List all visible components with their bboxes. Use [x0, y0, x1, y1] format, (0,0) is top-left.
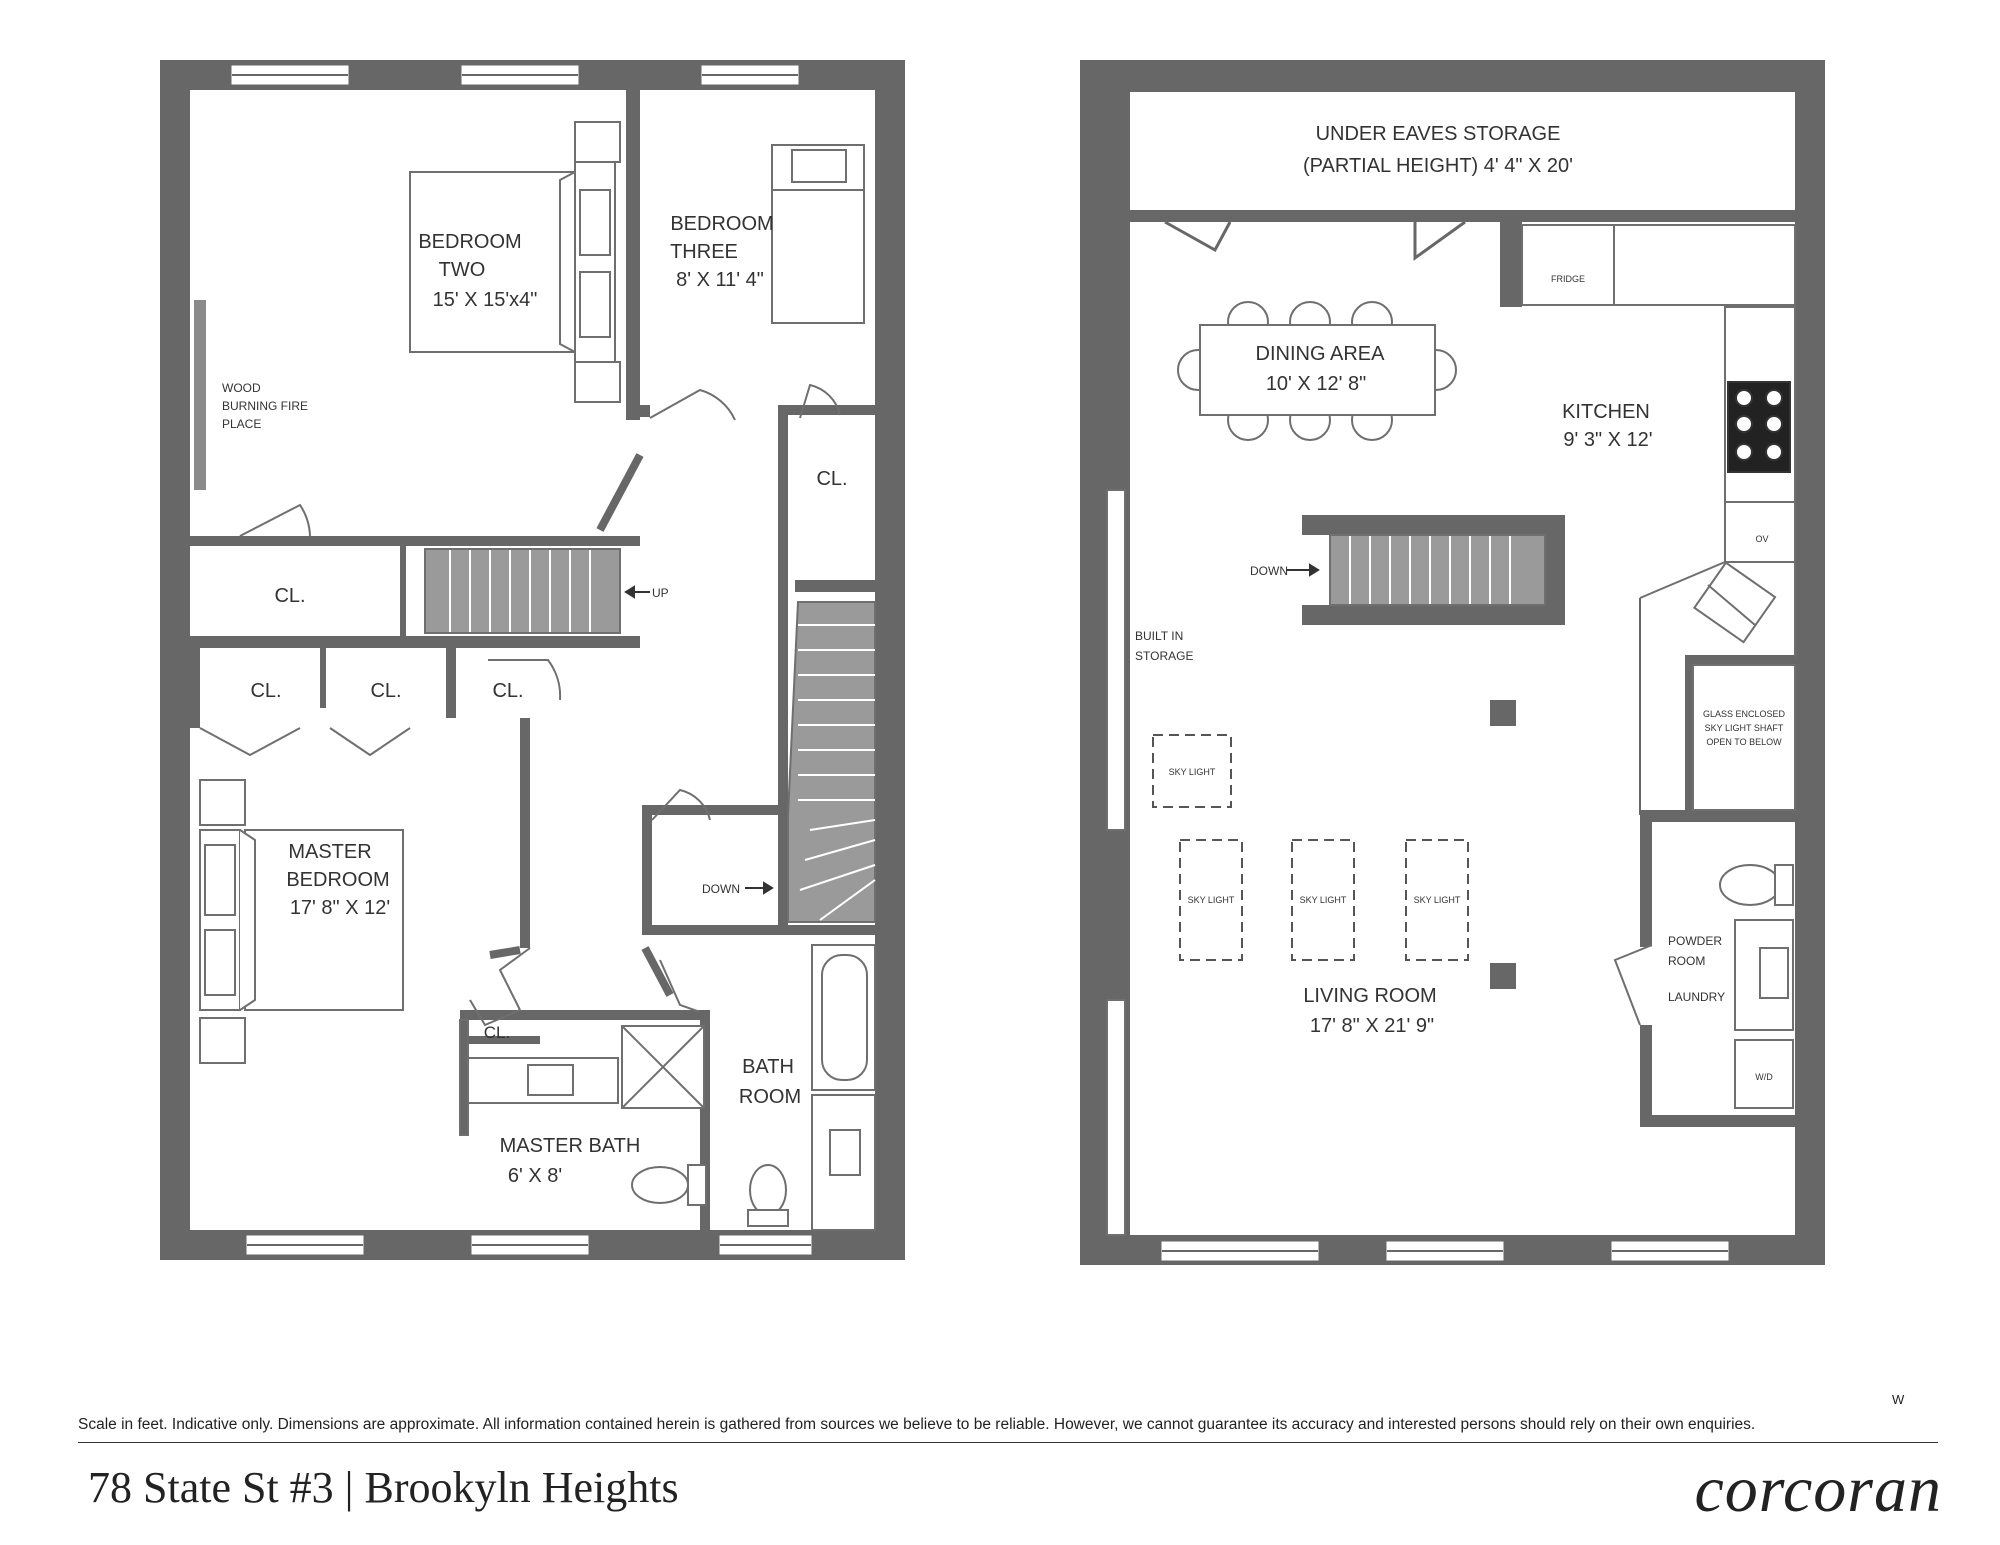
fridge-label: FRIDGE: [1551, 274, 1585, 284]
dining-label: DINING AREA 10' X 12' 8": [1256, 343, 1386, 395]
closet-label-master-2: CL.: [370, 680, 401, 702]
column-2: [1490, 963, 1516, 989]
left-doors: [199, 383, 841, 1027]
footer-divider: [78, 1442, 1938, 1443]
storage-name: UNDER EAVES STORAGE: [1316, 123, 1561, 145]
living-room-size: 17' 8" X 21' 9": [1310, 1015, 1434, 1037]
storage-doors: [1164, 220, 1466, 261]
powder-room-fixtures: [1613, 864, 1794, 1109]
skylight-shaft-1: GLASS ENCLOSED: [1703, 709, 1786, 719]
right-floor-plan: UNDER EAVES STORAGE (PARTIAL HEIGHT) 4' 4…: [1080, 60, 1825, 1265]
stairs-up: [424, 548, 650, 634]
washer-dryer-label: W/D: [1755, 1072, 1773, 1082]
fireplace-label-3: PLACE: [222, 417, 261, 431]
bedroom-two-label: BEDROOM TWO 15' X 15'x4": [418, 231, 537, 311]
powder-room-2: ROOM: [1668, 954, 1705, 968]
kitchen-size: 9' 3" X 12': [1563, 429, 1652, 451]
living-room-label: LIVING ROOM 17' 8" X 21' 9": [1303, 985, 1436, 1037]
built-in-storage: [1106, 489, 1126, 831]
powder-room-walls: [1640, 655, 1795, 1127]
powder-room-1: POWDER: [1668, 934, 1722, 948]
bath-room-label: BATH ROOM: [739, 1056, 801, 1108]
living-room-name: LIVING ROOM: [1303, 985, 1436, 1007]
brand-logo: corcoran: [1694, 1453, 1942, 1526]
kitchen-name: KITCHEN: [1562, 401, 1650, 423]
disclaimer-text: Scale in feet. Indicative only. Dimensio…: [78, 1416, 1756, 1433]
left-plan-labels: BEDROOM TWO 15' X 15'x4" BEDROOM THREE 8' X …: [222, 213, 848, 1187]
bath-room-name: BATH: [742, 1056, 794, 1078]
closet-label-master-bath: CL.: [484, 1023, 510, 1042]
property-address: 78 State St #3 | Brookyln Heights: [88, 1463, 679, 1512]
dining-table: [1177, 301, 1457, 441]
skylight-label-2: SKY LIGHT: [1188, 895, 1235, 905]
storage-size: (PARTIAL HEIGHT) 4' 4" X 20': [1303, 155, 1573, 177]
right-stairs-down-label: DOWN: [1250, 564, 1288, 578]
skylight-label-1: SKY LIGHT: [1169, 767, 1216, 777]
kitchen-label: KITCHEN 9' 3" X 12': [1562, 401, 1653, 451]
powder-room-label: POWDER ROOM LAUNDRY: [1668, 934, 1725, 1004]
fireplace-icon: [194, 300, 206, 490]
left-interior-walls: [190, 90, 878, 1235]
built-in-storage-2: STORAGE: [1135, 649, 1193, 663]
bedroom-two-name-2: TWO: [439, 259, 486, 281]
glass-skylight-shaft: [1692, 664, 1796, 811]
bathroom-fixtures: [747, 944, 876, 1231]
closet-label-hall-2: CL.: [492, 680, 523, 702]
fireplace-label-2: BURNING FIRE: [222, 399, 308, 413]
oven-label: OV: [1755, 534, 1768, 544]
bedroom-two-size: 15' X 15'x4": [433, 289, 538, 311]
powder-room-laundry: LAUNDRY: [1668, 990, 1725, 1004]
footer-w-mark: W: [1892, 1392, 1905, 1407]
closet-left-1: [190, 546, 400, 636]
bedroom-three-label: BEDROOM THREE 8' X 11' 4": [670, 213, 774, 291]
dining-name: DINING AREA: [1256, 343, 1386, 365]
fireplace-label-1: WOOD: [222, 381, 261, 395]
skylight-shaft-2: SKY LIGHT SHAFT: [1705, 723, 1784, 733]
skylights: [1152, 734, 1469, 961]
storage-wall: [1130, 210, 1795, 222]
closet-label-hall: CL.: [274, 585, 305, 607]
left-floor-plan: BEDROOM TWO 15' X 15'x4" BEDROOM THREE 8' X …: [160, 60, 905, 1260]
stairs-down-label: DOWN: [702, 882, 740, 896]
bedroom-three-name: BEDROOM: [670, 213, 773, 235]
right-stairs: [1286, 515, 1565, 625]
master-bedroom-name: MASTER: [288, 841, 371, 863]
bedroom-three-size: 8' X 11' 4": [676, 269, 764, 291]
closet-label-bedroom-three: CL.: [816, 468, 847, 490]
stairs-up-label: UP: [652, 586, 669, 600]
bath-room-name-2: ROOM: [739, 1086, 801, 1108]
skylight-label-3: SKY LIGHT: [1300, 895, 1347, 905]
fireplace-label: WOOD BURNING FIRE PLACE: [222, 381, 308, 431]
skylight-label-4: SKY LIGHT: [1414, 895, 1461, 905]
stove-icon: [1727, 381, 1791, 473]
master-bath-fixtures: [459, 1019, 707, 1206]
master-bedroom-size: 17' 8" X 12': [290, 897, 390, 919]
stairs-down: [745, 601, 876, 923]
skylight-shaft-3: OPEN TO BELOW: [1706, 737, 1782, 747]
master-bath-size: 6' X 8': [508, 1165, 562, 1187]
right-plan-labels: UNDER EAVES STORAGE (PARTIAL HEIGHT) 4' 4…: [1135, 123, 1786, 1082]
bedroom-three-name-2: THREE: [670, 241, 738, 263]
bedroom-two-bed: [409, 121, 621, 403]
bedroom-two-name: BEDROOM: [418, 231, 521, 253]
master-bedroom-name-2: BEDROOM: [286, 869, 389, 891]
column-1: [1490, 700, 1516, 726]
master-bath-name: MASTER BATH: [500, 1135, 641, 1157]
built-in-storage-1: BUILT IN: [1135, 629, 1183, 643]
bedroom-three-bed: [771, 144, 865, 324]
built-in-storage-label: BUILT IN STORAGE: [1135, 629, 1193, 663]
master-bedroom-label: MASTER BEDROOM 17' 8" X 12': [286, 841, 390, 919]
master-bath-label: MASTER BATH 6' X 8': [500, 1135, 641, 1187]
dining-size: 10' X 12' 8": [1266, 373, 1366, 395]
kitchen-sink: [1639, 561, 1796, 815]
storage-label: UNDER EAVES STORAGE (PARTIAL HEIGHT) 4' 4…: [1303, 123, 1573, 177]
master-bed: [199, 779, 404, 1064]
skylight-shaft-label: GLASS ENCLOSED SKY LIGHT SHAFT OPEN TO BEL…: [1703, 709, 1786, 747]
closet-label-master-1: CL.: [250, 680, 281, 702]
